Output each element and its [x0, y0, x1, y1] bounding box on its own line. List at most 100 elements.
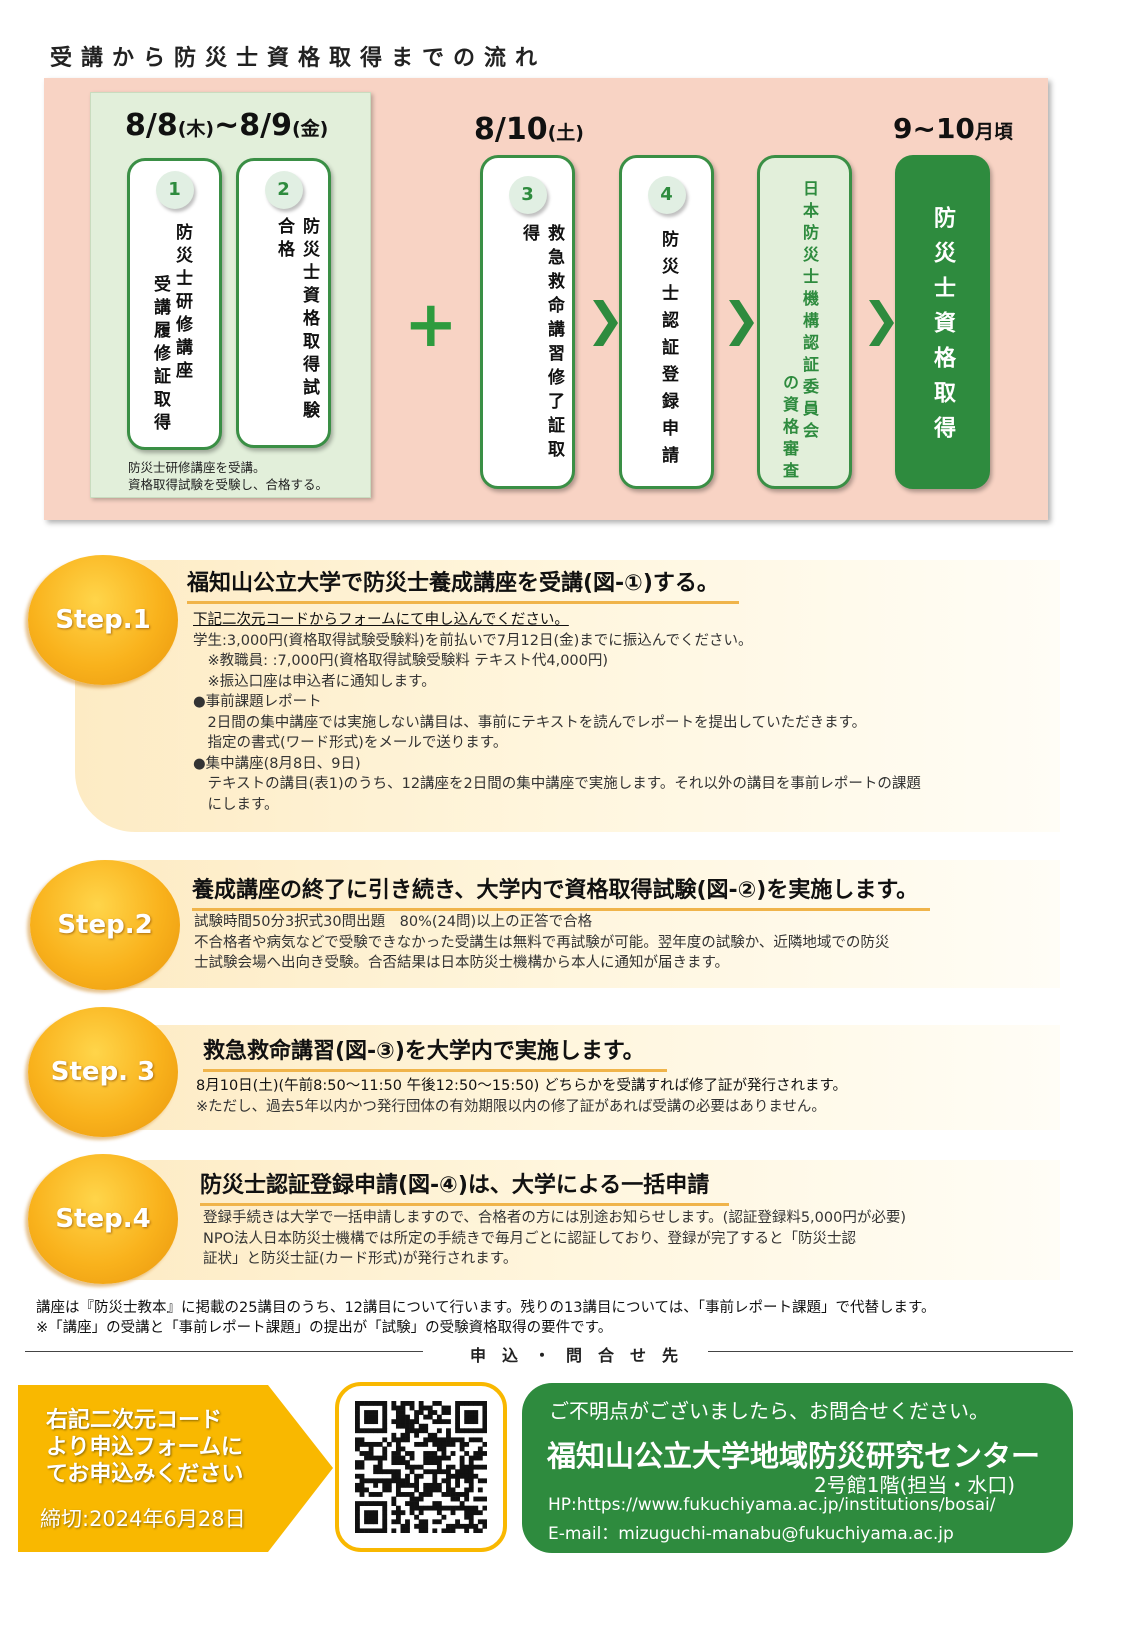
qr-module: [418, 1410, 424, 1415]
qr-module: [464, 1451, 470, 1456]
qr-module: [459, 1446, 465, 1452]
qr-module: [418, 1428, 424, 1434]
qr-module: [364, 1528, 369, 1533]
qr-module: [459, 1428, 465, 1434]
qr-module: [432, 1501, 438, 1506]
step3-badge: Step. 3: [28, 1007, 178, 1137]
qr-module: [414, 1464, 420, 1470]
qr-module: [395, 1414, 401, 1420]
qr-module: [423, 1455, 429, 1461]
qr-module: [450, 1496, 456, 1502]
qr-module: [450, 1510, 456, 1516]
text-line: 登録手続きは大学で一括申請しますので、合格者の方には別途お知らせします。(認証登…: [203, 1210, 907, 1226]
qr-module: [364, 1478, 369, 1484]
qr-module: [382, 1455, 388, 1461]
qr-module: [468, 1473, 474, 1479]
qr-module: [368, 1510, 374, 1516]
qr-module: [391, 1469, 397, 1475]
qr-module: [432, 1401, 438, 1406]
qr-module: [364, 1487, 369, 1493]
qr-module: [391, 1496, 397, 1502]
qr-module: [436, 1519, 442, 1525]
qr-module: [464, 1496, 470, 1502]
qr-module: [468, 1505, 474, 1511]
qr-module: [377, 1492, 383, 1497]
qr-module: [432, 1437, 438, 1443]
qr-module: [400, 1478, 406, 1484]
qr-module: [373, 1478, 379, 1484]
qr-module: [382, 1523, 388, 1529]
qr-module: [436, 1401, 442, 1406]
qr-module: [423, 1451, 429, 1456]
qr-module: [359, 1482, 365, 1488]
qr-module: [400, 1523, 406, 1529]
qr-module: [423, 1487, 429, 1493]
qr-module: [382, 1478, 388, 1484]
qr-module: [405, 1501, 410, 1506]
qr-module: [427, 1414, 433, 1420]
divider: [25, 1351, 423, 1352]
qr-module: [459, 1401, 465, 1406]
step-number-badge: 1: [155, 171, 194, 209]
qr-module: [436, 1501, 442, 1506]
qr-module: [473, 1510, 479, 1516]
qr-module: [464, 1487, 470, 1493]
qr-module: [373, 1455, 379, 1461]
flow-card-review: 日本防災士機構認証委員会 の資格審査: [757, 155, 852, 489]
qr-module: [405, 1428, 410, 1434]
qr-module: [414, 1514, 420, 1520]
qr-module: [455, 1428, 460, 1434]
qr-module: [450, 1528, 456, 1533]
qr-module: [400, 1528, 406, 1533]
text-line: 士試験会場へ出向き受験。合否結果は日本防災士機構から本人に通知が届きます。: [194, 955, 730, 971]
qr-module: [364, 1451, 369, 1456]
step4-title: 防災士認証登録申請(図-④)は、大学による一括申請: [200, 1167, 730, 1206]
qr-module: [377, 1441, 383, 1447]
qr-module: [414, 1505, 420, 1511]
qr-module: [473, 1428, 479, 1434]
qr-module: [414, 1414, 420, 1420]
qr-module: [400, 1410, 406, 1415]
qr-module: [355, 1446, 360, 1452]
qr-module: [382, 1519, 388, 1525]
qr-module: [423, 1469, 429, 1475]
qr-module: [446, 1482, 451, 1488]
step3-title: 救急救命講習(図-③)を大学内で実施します。: [203, 1033, 667, 1072]
qr-module: [386, 1478, 392, 1484]
chevron-right-icon: ❯: [722, 292, 761, 346]
qr-module: [409, 1423, 415, 1429]
qr-module: [446, 1528, 451, 1533]
card-text: 受講履修証取得: [150, 275, 170, 436]
qr-module: [382, 1501, 388, 1506]
step4-badge: Step.4: [28, 1154, 178, 1284]
qr-module: [436, 1460, 442, 1466]
text-line: 下記二次元コードからフォームにて申し込んでください。: [193, 612, 569, 628]
qr-module: [468, 1523, 474, 1529]
qr-module: [382, 1487, 388, 1493]
qr-module: [414, 1501, 420, 1506]
contact-email-link[interactable]: E-mail：mizuguchi-manabu@fukuchiyama.ac.j…: [548, 1524, 954, 1544]
qr-module: [368, 1414, 374, 1420]
qr-module: [436, 1414, 442, 1420]
qr-module: [455, 1423, 460, 1429]
qr-module: [482, 1414, 487, 1420]
qr-code[interactable]: [355, 1401, 487, 1533]
flow-card-4: 4 防災士認証登録申請: [619, 155, 714, 489]
training-note: 防災士研修講座を受講。資格取得試験を受験し、合格する。: [128, 459, 328, 493]
qr-module: [441, 1505, 447, 1511]
qr-module: [482, 1519, 487, 1525]
qr-module: [382, 1401, 388, 1406]
contact-intro: ご不明点がございましたら、お問合せください。: [549, 1399, 989, 1423]
contact-hp-link[interactable]: HP:https://www.fukuchiyama.ac.jp/institu…: [548, 1495, 996, 1515]
qr-module: [359, 1451, 365, 1456]
plus-icon: +: [404, 288, 458, 362]
qr-module: [382, 1419, 388, 1425]
qr-module: [364, 1410, 369, 1415]
flow-card-2: 2 防災士資格取得試験合格: [236, 158, 331, 448]
qr-module: [373, 1441, 379, 1447]
qr-code-box[interactable]: [335, 1382, 507, 1552]
qr-module: [418, 1464, 424, 1470]
date-final: 9~10月頃: [893, 112, 1013, 145]
qr-module: [427, 1469, 433, 1475]
qr-module: [391, 1419, 397, 1425]
